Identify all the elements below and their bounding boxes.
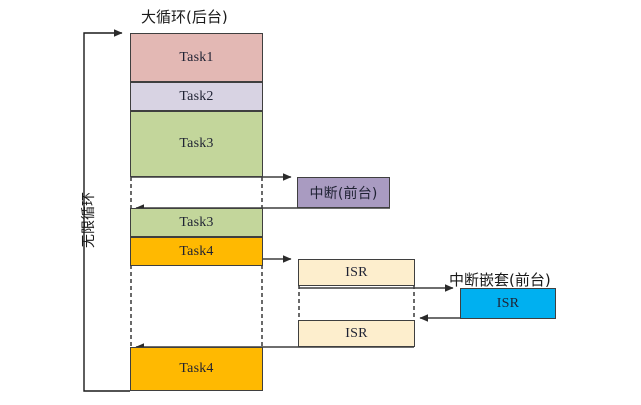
task-block-task3-resumed[interactable]: Task3 bbox=[130, 208, 263, 237]
isr-block-nested[interactable]: ISR bbox=[460, 288, 556, 319]
background-loop-title: 大循环(后台) bbox=[141, 8, 228, 26]
task-block-task1[interactable]: Task1 bbox=[130, 33, 263, 82]
isr-block-second[interactable]: ISR bbox=[298, 320, 415, 347]
task-block-task2[interactable]: Task2 bbox=[130, 82, 263, 111]
isr-block-first[interactable]: ISR bbox=[298, 259, 415, 286]
task-block-task4-first[interactable]: Task4 bbox=[130, 237, 263, 266]
task-block-task3-first[interactable]: Task3 bbox=[130, 111, 263, 177]
infinite-loop-label: 无限循环 bbox=[81, 192, 97, 248]
interrupt-block[interactable]: 中断(前台) bbox=[297, 177, 390, 208]
nested-interrupt-title: 中断嵌套(前台) bbox=[449, 271, 551, 289]
task-block-task4-resumed[interactable]: Task4 bbox=[130, 347, 263, 391]
